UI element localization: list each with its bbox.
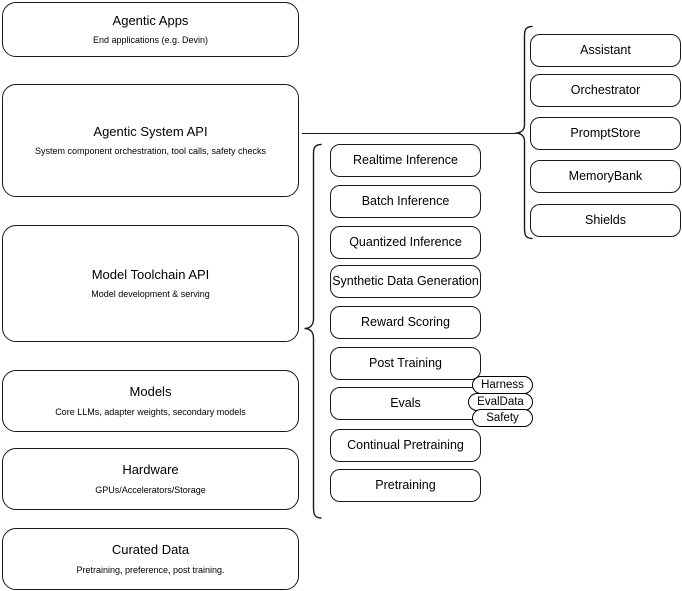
layer-subtitle: Model development & serving (91, 289, 210, 299)
system-component-label: MemoryBank (568, 168, 643, 183)
layer-box-hardware[interactable]: Hardware GPUs/Accelerators/Storage (2, 448, 299, 510)
toolchain-label: Post Training (369, 355, 442, 370)
layer-subtitle: End applications (e.g. Devin) (92, 35, 209, 45)
eval-tag-label: Safety (486, 412, 519, 424)
system-component-label: PromptStore (570, 125, 641, 140)
layer-box-agentic-apps[interactable]: Agentic Apps End applications (e.g. Devi… (2, 2, 299, 57)
layer-box-agentic-system-api[interactable]: Agentic System API System component orch… (2, 84, 299, 197)
eval-tag-safety[interactable]: Safety (472, 409, 533, 427)
eval-tag-evaldata[interactable]: EvalData (468, 393, 533, 411)
toolchain-label: Realtime Inference (353, 152, 458, 167)
layer-box-curated-data[interactable]: Curated Data Pretraining, preference, po… (2, 528, 299, 590)
layer-subtitle: Core LLMs, adapter weights, secondary mo… (55, 406, 246, 417)
brace-agentic-system-components (514, 25, 534, 241)
system-component-label: Orchestrator (570, 82, 641, 97)
layer-title: Model Toolchain API (91, 266, 210, 282)
toolchain-box-quantized-inference[interactable]: Quantized Inference (330, 226, 481, 259)
layer-subtitle: System component orchestration, tool cal… (34, 146, 267, 156)
eval-tag-label: EvalData (477, 396, 524, 408)
layer-title: Agentic System API (93, 123, 208, 139)
system-component-box-memorybank[interactable]: MemoryBank (530, 160, 681, 193)
toolchain-box-synthetic-data-generation[interactable]: Synthetic Data Generation (330, 265, 481, 298)
layer-box-model-toolchain-api[interactable]: Model Toolchain API Model development & … (2, 225, 299, 342)
layer-title: Models (129, 384, 172, 400)
toolchain-label: Continual Pretraining (347, 437, 464, 452)
connector-line-agentic-system-api (302, 133, 516, 134)
toolchain-box-realtime-inference[interactable]: Realtime Inference (330, 144, 481, 177)
layer-subtitle: Pretraining, preference, post training. (76, 564, 225, 575)
toolchain-box-batch-inference[interactable]: Batch Inference (330, 185, 481, 218)
system-component-label: Assistant (580, 42, 631, 57)
toolchain-box-pretraining[interactable]: Pretraining (330, 469, 481, 502)
system-component-box-shields[interactable]: Shields (530, 204, 681, 237)
toolchain-label: Reward Scoring (361, 314, 450, 329)
toolchain-box-post-training[interactable]: Post Training (330, 347, 481, 380)
system-component-box-promptstore[interactable]: PromptStore (530, 117, 681, 150)
layer-title: Curated Data (111, 542, 190, 558)
eval-tag-label: Harness (481, 379, 524, 391)
system-component-box-orchestrator[interactable]: Orchestrator (530, 74, 681, 107)
layer-title: Hardware (122, 462, 179, 478)
eval-tag-harness[interactable]: Harness (472, 376, 533, 394)
toolchain-label: Synthetic Data Generation (332, 273, 479, 288)
toolchain-box-evals[interactable]: Evals (330, 387, 481, 420)
toolchain-label: Evals (390, 395, 421, 410)
layer-box-models[interactable]: Models Core LLMs, adapter weights, secon… (2, 370, 299, 432)
toolchain-label: Quantized Inference (349, 234, 462, 249)
system-component-label: Shields (585, 212, 626, 227)
toolchain-box-reward-scoring[interactable]: Reward Scoring (330, 306, 481, 339)
toolchain-label: Pretraining (375, 477, 436, 492)
layer-title: Agentic Apps (112, 12, 189, 28)
toolchain-box-continual-pretraining[interactable]: Continual Pretraining (330, 429, 481, 462)
system-component-box-assistant[interactable]: Assistant (530, 34, 681, 67)
layer-subtitle: GPUs/Accelerators/Storage (95, 484, 206, 495)
toolchain-label: Batch Inference (361, 193, 450, 208)
brace-model-toolchain (303, 143, 323, 521)
